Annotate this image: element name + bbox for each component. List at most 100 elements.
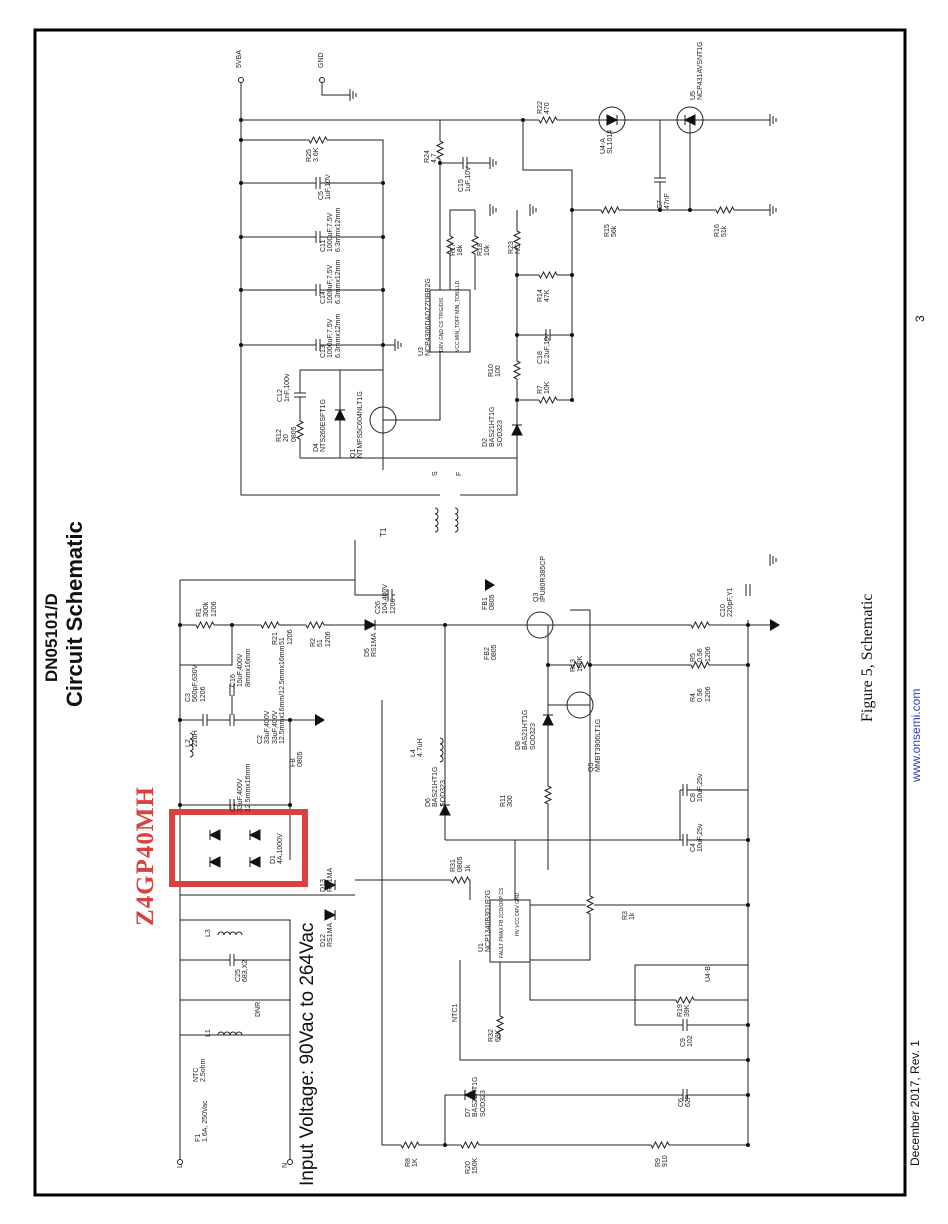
component-value: RS1MA [327,922,335,947]
junction-dot [688,208,692,212]
capacitor-icon [462,157,468,169]
wire [449,209,475,290]
resistor-icon [260,620,280,630]
diode-icon [364,619,377,631]
resistor-icon [195,620,215,630]
component-value: 0805 [491,644,499,660]
component-value: 51k [721,225,729,237]
terminal-icon [177,1159,183,1165]
component-value: 4.7uH [417,738,425,757]
capacitor-icon [315,231,321,243]
junction-dot [746,663,750,667]
transistor-icon [526,611,554,639]
component-value: 33uF,400V [264,710,272,744]
junction-dot [381,235,385,239]
junction-dot [570,273,574,277]
capacitor-icon [229,954,235,966]
inductor-icon [454,507,459,533]
component-ref: R32 [488,1029,495,1042]
junction-dot [521,118,525,122]
diode-icon [683,114,696,126]
component-ref: D13 [320,879,327,892]
component-ref: R21 [272,632,279,645]
component-ref: C7 [657,200,664,209]
footer-website-link[interactable]: www.onsemi.com [909,688,923,782]
component-value: 47K [544,289,552,302]
component-value: 300k [203,601,211,617]
page-border [33,28,907,1197]
inductor-icon [217,1031,243,1036]
cap-gap [546,330,550,340]
cap-gap [230,955,234,965]
ground-icon [769,204,777,216]
component-value: 0805 [297,751,305,767]
component-value: 15uF,400V [237,653,245,687]
component-ref: R4 [690,693,697,702]
component-label-dnr: DNR [255,1002,262,1017]
component-value: 150K [472,1157,480,1174]
component-ref: Q5 [588,762,595,772]
resistor-icon [538,395,558,405]
junction-dot [746,1093,750,1097]
wire [355,879,471,900]
component-ref: C2 [257,735,264,744]
cap-gap [316,340,320,350]
diode-icon [208,856,221,868]
component-value: BAS21HT1G [472,1076,480,1117]
wire [459,960,748,1061]
transistor-icon [369,406,397,434]
junction-dot [381,343,385,347]
component-value: 6.3mmx12mm [334,259,342,304]
component-ref: R17 [450,243,457,256]
component-symbols [177,77,780,1165]
component-value: 1206 [199,686,207,702]
component-ref: C8 [690,793,697,802]
wire [180,625,233,666]
component-value: 220pF,Y1 [727,587,735,617]
component-ref: C14 [320,291,327,304]
junction-dot [381,288,385,292]
component-value: 10uF,25v [697,773,705,802]
resistor-icon [650,1140,670,1150]
component-value: 62P [685,1094,693,1107]
component-value: 1.6A, 250Vac [202,1100,210,1142]
ground-icon [769,114,777,126]
component-value: SOD323 [529,723,537,750]
cap-gap [655,178,665,182]
component-value: MMBT3906LT1G [595,718,603,772]
component-value: SOD323 [479,1090,487,1117]
junction-dot [515,273,519,277]
wire [321,82,350,96]
component-value: RS1MA [327,867,335,892]
component-value: 1206 [324,631,332,647]
diode-icon [208,829,221,841]
junction-dot [746,903,750,907]
capacitor-icon [682,834,688,846]
component-value: 0805 [290,426,298,442]
diode-icon [511,423,523,436]
cap-gap [746,585,750,595]
component-value: 104,400V [382,584,390,614]
page-title: Circuit Schematic [62,521,87,707]
resistor-icon [715,205,735,215]
capacitor-icon [202,714,208,726]
wire [460,210,518,496]
input-voltage-note: Input Voltage: 90Vac to 264Vac [297,922,318,1186]
